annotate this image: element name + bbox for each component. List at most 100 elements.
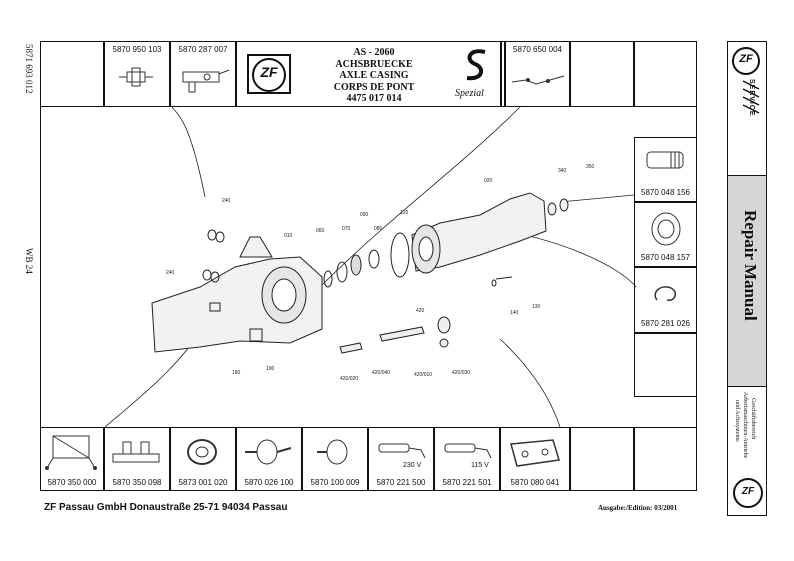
tool-number: 5870 650 004 [513, 45, 562, 54]
zf-logo-circle [732, 47, 760, 75]
tool-number: 5870 350 098 [112, 478, 162, 487]
tool-cell-bottom-3: 5873 001 020 [170, 427, 236, 491]
spezial-label: Spezial [455, 88, 484, 99]
zf-logo-text: ZF [260, 64, 278, 80]
tool-number: 5870 080 041 [510, 478, 560, 487]
callout-label: 420/020 [340, 376, 359, 382]
division-text: Geschäftsbereich Arbeitsmaschinen-Antrie… [728, 392, 766, 466]
callout-label: 240 [166, 270, 175, 276]
footer-company: ZF Passau GmbH Donaustraße 25-71 94034 P… [44, 502, 288, 513]
top-empty-cell [40, 41, 104, 107]
division-line: und Achssysteme [734, 400, 740, 442]
footer-edition: Ausgabe:/Edition: 03/2001 [598, 504, 678, 512]
zf-logo-circle [252, 58, 286, 92]
document-number: 5871 693 012 [24, 44, 34, 94]
side-empty-cell [634, 333, 697, 397]
callout-label: 010 [284, 233, 293, 239]
callout-label: 130 [532, 304, 541, 310]
tool-number: 5870 100 009 [310, 478, 360, 487]
tool-cell-top-2: 5870 287 007 [170, 41, 236, 107]
tool-heater-icon [444, 443, 492, 459]
callout-label: 180 [232, 370, 241, 376]
division-line: Arbeitsmaschinen-Antriebe [742, 392, 748, 459]
title-box: ZF AS - 2060 ACHSBRUECKE AXLE CASING COR… [236, 41, 501, 107]
tool-cell-bottom-4: 5870 026 100 [236, 427, 302, 491]
title-line-de: ACHSBRUECKE [335, 58, 413, 70]
title-text: AS - 2060 ACHSBRUECKE AXLE CASING CORPS … [299, 47, 449, 105]
callout-label: 090 [360, 212, 369, 218]
voltage-label: 115 V [471, 462, 489, 469]
title-line-partno: 4475 017 014 [346, 93, 402, 104]
tool-sleeve-icon [646, 151, 684, 169]
top-empty-cell [570, 41, 634, 107]
tool-press-icon [317, 439, 348, 465]
tool-cell-bottom-8: 5870 080 041 [500, 427, 570, 491]
tool-number: 5870 350 000 [47, 478, 97, 487]
title-line-en: AXLE CASING [339, 70, 409, 81]
callout-label: 420/030 [452, 370, 471, 376]
tool-number: 5870 221 501 [442, 478, 492, 487]
tool-connector-icon [119, 67, 153, 87]
callout-label: 020 [484, 178, 493, 184]
callout-label: 190 [266, 366, 275, 372]
callout-label: 120 [400, 210, 409, 216]
tool-stand-icon [45, 435, 97, 470]
title-line-fr: CORPS DE PONT [333, 81, 415, 93]
tool-cell-bottom-1: 5870 350 000 [40, 427, 104, 491]
title-line-model: AS - 2060 [353, 47, 395, 58]
tool-cell-bottom-5: 5870 100 009 [302, 427, 368, 491]
tool-cell-top-1: 5870 950 103 [104, 41, 170, 107]
repair-manual-title: Repair Manual [741, 210, 760, 321]
tool-number: 5870 048 156 [641, 188, 690, 197]
division-line: Geschäftsbereich [750, 398, 756, 440]
document-ref: WB 24 [24, 248, 34, 274]
tool-number: 5870 287 007 [178, 45, 228, 54]
callout-label: 070 [342, 226, 351, 232]
top-empty-cell [634, 41, 697, 107]
tool-ring-icon [651, 212, 681, 246]
callout-label: 140 [510, 310, 519, 316]
callout-label: 420 [416, 308, 425, 314]
tool-bearing-icon [187, 439, 217, 465]
callout-label: 240 [222, 198, 231, 204]
callout-label: 080 [374, 226, 383, 232]
tool-number: 5870 950 103 [112, 45, 162, 54]
callout-label: 420/040 [372, 370, 391, 376]
callout-label: 420/010 [414, 372, 433, 378]
repair-manual-panel: Repair Manual [727, 175, 767, 387]
tool-heater-icon [378, 443, 426, 459]
tool-fixture-icon [112, 441, 160, 463]
band-logo-bottom: ZF [733, 478, 763, 508]
bottom-empty-cell [570, 427, 634, 491]
voltage-label: 230 V [403, 462, 422, 469]
zf-logo-text: ZF [741, 486, 755, 497]
service-stripes-icon [742, 80, 760, 114]
spezial-s-icon [466, 49, 486, 81]
tool-number: 5870 048 157 [641, 253, 690, 262]
tool-cell-side-2: 5870 048 157 [634, 202, 697, 267]
tool-number: 5870 281 026 [641, 319, 690, 328]
tool-device-icon [510, 439, 560, 467]
tool-probe-icon [511, 75, 565, 85]
band-logo-top: ZF SERVICE [729, 45, 765, 125]
exploded-diagram [104, 107, 637, 427]
top-empty-cell [501, 41, 505, 107]
zf-logo: ZF [247, 54, 291, 94]
tool-number: 5870 026 100 [244, 478, 294, 487]
callout-label: 060 [316, 228, 325, 234]
tool-cell-bottom-7: 115 V 5870 221 501 [434, 427, 500, 491]
callout-label: 340 [558, 168, 567, 174]
bottom-empty-cell [634, 427, 697, 491]
tool-cell-bottom-2: 5870 350 098 [104, 427, 170, 491]
callout-label: 350 [586, 164, 595, 170]
zf-logo-text: ZF [739, 53, 753, 65]
tool-cell-top-3: 5870 650 004 [505, 41, 570, 107]
tool-number: 5870 221 500 [376, 478, 426, 487]
tool-number: 5873 001 020 [178, 478, 228, 487]
tool-cell-side-3: 5870 281 026 [634, 267, 697, 333]
tool-cell-side-1: 5870 048 156 [634, 137, 697, 202]
tool-cell-bottom-6: 230 V 5870 221 500 [368, 427, 434, 491]
tool-puller-icon [245, 439, 292, 465]
tool-adapter-icon [182, 69, 230, 93]
tool-clip-icon [654, 286, 677, 301]
